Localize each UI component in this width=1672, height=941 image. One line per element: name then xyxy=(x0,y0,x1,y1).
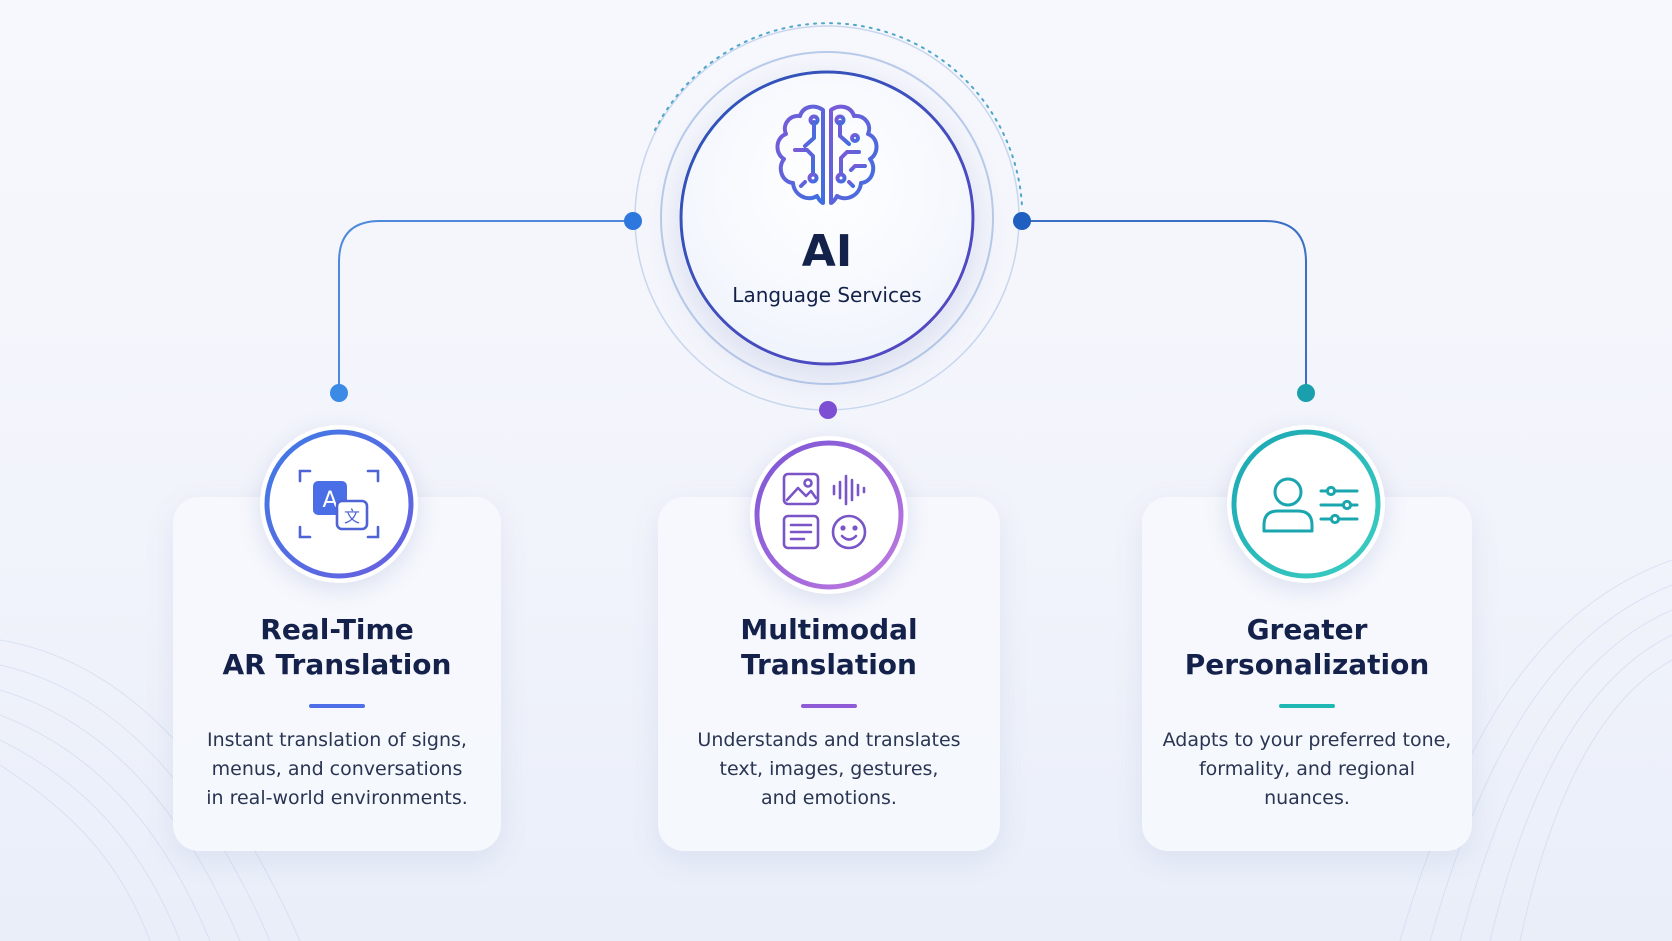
connector-right xyxy=(1022,220,1307,393)
card-title-line: Translation xyxy=(741,648,917,681)
card-title: Multimodal Translation xyxy=(658,612,1000,682)
card-desc-line: Understands and translates xyxy=(697,729,961,751)
badge-multimodal xyxy=(750,436,908,594)
translate-scan-icon: A 文 xyxy=(264,429,414,579)
user-settings-icon xyxy=(1231,429,1381,579)
card-ar-translation: Real-Time AR Translation Instant transla… xyxy=(173,497,501,851)
card-desc-line: formality, and regional xyxy=(1198,758,1416,780)
svg-text:文: 文 xyxy=(344,507,360,526)
card-divider xyxy=(801,704,857,708)
badge-personalization xyxy=(1227,425,1385,583)
card-personalization: Greater Personalization Adapts to your p… xyxy=(1142,497,1472,851)
badge-ar-translation: A 文 xyxy=(260,425,418,583)
connector-dot-card-left xyxy=(330,384,348,402)
background-waves xyxy=(0,559,1672,941)
card-description: Instant translation of signs, menus, and… xyxy=(173,726,501,813)
multimodal-icon xyxy=(754,440,904,590)
card-desc-line: nuances. xyxy=(1264,787,1350,809)
connector-dot-hub-left xyxy=(624,212,642,230)
card-title-line: Real-Time xyxy=(260,613,414,646)
card-desc-line: and emotions. xyxy=(761,787,897,809)
card-title-line: Multimodal xyxy=(740,613,918,646)
card-title: Real-Time AR Translation xyxy=(173,612,501,682)
connector-left xyxy=(338,220,633,393)
card-title-line: Greater xyxy=(1246,613,1368,646)
svg-text:A: A xyxy=(322,488,337,513)
card-desc-line: Instant translation of signs, xyxy=(207,729,467,751)
card-divider xyxy=(1279,704,1335,708)
brain-circuit-icon xyxy=(775,104,879,205)
card-desc-line: menus, and conversations xyxy=(211,758,463,780)
card-description: Adapts to your preferred tone, formality… xyxy=(1142,726,1472,813)
hub-middle-ring xyxy=(660,51,994,385)
card-desc-line: text, images, gestures, xyxy=(719,758,939,780)
card-description: Understands and translates text, images,… xyxy=(658,726,1000,813)
card-title: Greater Personalization xyxy=(1142,612,1472,682)
card-title-line: Personalization xyxy=(1184,648,1430,681)
connector-dot-card-right xyxy=(1297,384,1315,402)
hub-inner-ring xyxy=(679,70,975,366)
connector-dot-hub-right xyxy=(1013,212,1031,230)
ai-hub: AI Language Services xyxy=(679,70,975,366)
card-divider xyxy=(309,704,365,708)
card-desc-line: Adapts to your preferred tone, xyxy=(1162,729,1452,751)
hub-subtitle: Language Services xyxy=(732,283,922,307)
card-title-line: AR Translation xyxy=(222,648,452,681)
card-desc-line: in real-world environments. xyxy=(206,787,468,809)
connector-dot-hub-bottom xyxy=(819,401,837,419)
hub-title: AI xyxy=(801,226,853,277)
